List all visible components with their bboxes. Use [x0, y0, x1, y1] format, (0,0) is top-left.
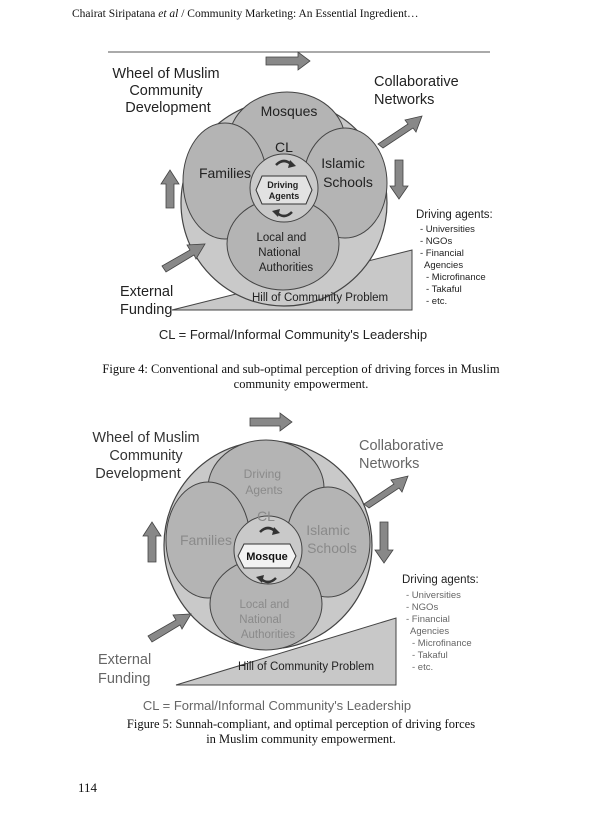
- figure-5-caption-line-1: Figure 5: Sunnah-compliant, and optimal …: [126, 717, 476, 731]
- rotation-arrow-top-head-icon: [288, 160, 296, 168]
- wheel-label: Wheel of Muslim Community Development: [92, 430, 203, 482]
- arrow-right-icon: [265, 51, 311, 71]
- figure-4-caption-line-1: Figure 4: Conventional and sub-optimal p…: [102, 362, 500, 376]
- islamic-schools-label: Islamic Schools: [306, 522, 357, 556]
- rotation-arrow-bottom-head-icon: [256, 575, 264, 583]
- driving-agents-center-label: Driving Agents: [267, 180, 301, 201]
- arrow-down-icon: [389, 159, 409, 200]
- driving-agents-list: - Universities - NGOs - Financial Agenci…: [406, 590, 474, 673]
- figure-5-caption: Figure 5: Sunnah-compliant, and optimal …: [60, 717, 542, 747]
- hill-label: Hill of Community Problem: [252, 292, 388, 304]
- driving-agents-label: Driving Agents: [244, 467, 285, 497]
- driving-agents-title: Driving agents:: [416, 209, 493, 221]
- figure-5-diagram: Wheel of Muslim Community Development Co…: [92, 412, 479, 713]
- islamic-schools-label: Islamic Schools: [321, 155, 373, 190]
- families-label: Families: [199, 165, 251, 181]
- header-author: Chairat Siripatana: [72, 8, 156, 20]
- arrow-funding-icon: [147, 613, 192, 643]
- driving-agents-title: Driving agents:: [402, 574, 479, 586]
- arrow-up-icon: [160, 169, 180, 209]
- external-funding-label: External Funding: [98, 652, 155, 687]
- driving-agents-box: [255, 175, 313, 205]
- arrow-funding-icon: [161, 243, 206, 273]
- arrow-up-icon: [142, 521, 162, 563]
- figure-4-diagram: Wheel of Muslim Community Development Co…: [108, 51, 493, 342]
- wheel-label: Wheel of Muslim Community Development: [112, 66, 223, 116]
- mosques-label: Mosques: [261, 103, 318, 119]
- figure-4-caption-line-2: community empowerment.: [233, 377, 369, 391]
- hill-of-community-problem: [175, 617, 397, 686]
- collaborative-networks-label: Collaborative Networks: [374, 74, 463, 108]
- local-authorities-label: Local and National Authorities: [256, 232, 313, 274]
- collaborative-networks-label: Collaborative Networks: [359, 438, 448, 472]
- figure-5: Wheel of Muslim Community Development Co…: [0, 410, 602, 715]
- local-authorities-label: Local and National Authorities: [239, 599, 295, 641]
- arrow-right-icon: [249, 412, 293, 432]
- header-title: / Community Marketing: An Essential Ingr…: [181, 8, 419, 20]
- cl-legend: CL = Formal/Informal Community's Leaders…: [143, 698, 411, 713]
- arrow-collaborative-icon: [363, 475, 409, 509]
- cl-legend: CL = Formal/Informal Community's Leaders…: [159, 327, 427, 342]
- arrow-collaborative-icon: [377, 115, 423, 149]
- rotation-arrow-top-head-icon: [272, 527, 280, 535]
- driving-agents-list: - Universities - NGOs - Financial Agenci…: [420, 224, 488, 307]
- figure-5-caption-line-2: in Muslim community empowerment.: [206, 732, 396, 746]
- hill-label: Hill of Community Problem: [238, 661, 374, 673]
- families-label: Families: [180, 532, 232, 548]
- figure-4-caption: Figure 4: Conventional and sub-optimal p…: [60, 362, 542, 392]
- rotation-arrow-bottom-head-icon: [272, 209, 280, 217]
- figure-4: Wheel of Muslim Community Development Co…: [0, 48, 602, 348]
- running-header: Chairat Siripatana et al / Community Mar…: [72, 8, 419, 20]
- mosque-center-label: Mosque: [246, 551, 288, 563]
- external-funding-label: External Funding: [120, 284, 177, 318]
- center-cl-label: CL: [275, 139, 293, 155]
- mosque-box: [237, 543, 297, 569]
- center-cl-label: CL: [257, 508, 275, 524]
- header-et-al: et al: [158, 8, 179, 20]
- page-number: 114: [78, 780, 98, 795]
- arrow-down-icon: [374, 521, 394, 564]
